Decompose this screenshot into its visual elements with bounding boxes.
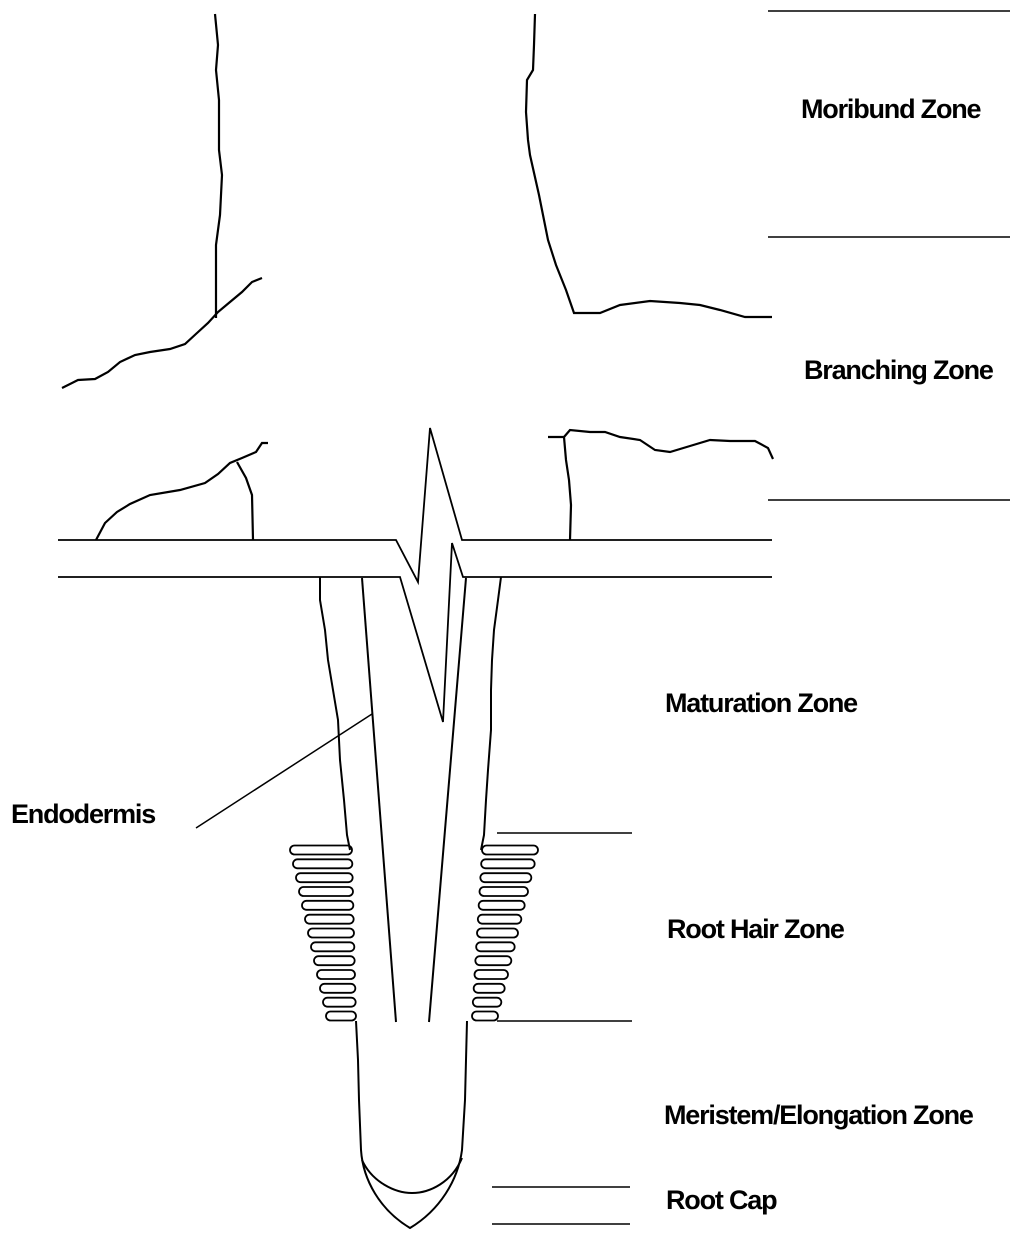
root-hair-right: [480, 887, 529, 896]
lower-root-left-edge: [320, 577, 350, 850]
root-hair-right: [475, 970, 509, 979]
lower-left-lateral-root: [96, 443, 268, 540]
root-hair-left: [317, 970, 355, 979]
root-hair-left: [305, 915, 354, 924]
upper-left-lateral-root: [62, 278, 262, 388]
label-maturation-zone: Maturation Zone: [665, 690, 857, 717]
root-cap-inner-curve: [362, 1158, 462, 1193]
root-hair-left: [326, 1012, 356, 1021]
root-hair-right: [480, 873, 531, 882]
lower-root-right-edge: [481, 577, 501, 850]
root-hair-right: [475, 956, 511, 965]
right-lateral-root: [548, 430, 773, 540]
root-break: [58, 428, 772, 722]
root-hair-right: [472, 1012, 498, 1021]
root-hair-right: [478, 915, 522, 924]
lower-left-lateral-branch: [237, 462, 253, 540]
root-hair-left: [290, 846, 352, 855]
upper-root: [62, 14, 773, 540]
root-hair-left: [314, 956, 355, 965]
root-hair-left: [311, 942, 354, 951]
root-hair-left: [302, 901, 353, 910]
root-hair-left: [296, 873, 353, 882]
root-hair-right: [474, 984, 505, 993]
root-hair-right: [476, 942, 514, 951]
upper-root-left-edge: [215, 14, 222, 318]
root-hair-right: [481, 859, 534, 868]
label-endodermis: Endodermis: [11, 801, 155, 828]
root-hair-right: [477, 929, 518, 938]
root-hair-right: [479, 901, 525, 910]
root-hair-left: [320, 984, 355, 993]
label-branching-zone: Branching Zone: [804, 357, 993, 384]
upper-root-right-edge: [526, 14, 772, 317]
label-moribund-zone: Moribund Zone: [801, 96, 980, 123]
root-hair-right: [482, 846, 538, 855]
root-hair-left: [293, 859, 352, 868]
root-hair-left: [299, 887, 353, 896]
lower-root: [320, 577, 501, 1228]
root-hairs: [290, 846, 538, 1021]
label-meristem-elongation-zone: Meristem/Elongation Zone: [664, 1102, 973, 1129]
label-root-cap: Root Cap: [666, 1187, 776, 1214]
label-root-hair-zone: Root Hair Zone: [667, 916, 844, 943]
endodermis-left-line: [362, 578, 396, 1022]
root-tip: [356, 1021, 467, 1228]
root-hair-right: [473, 998, 502, 1007]
root-hair-left: [323, 998, 356, 1007]
zone-dividers: [492, 11, 1010, 1224]
root-hair-left: [308, 929, 354, 938]
